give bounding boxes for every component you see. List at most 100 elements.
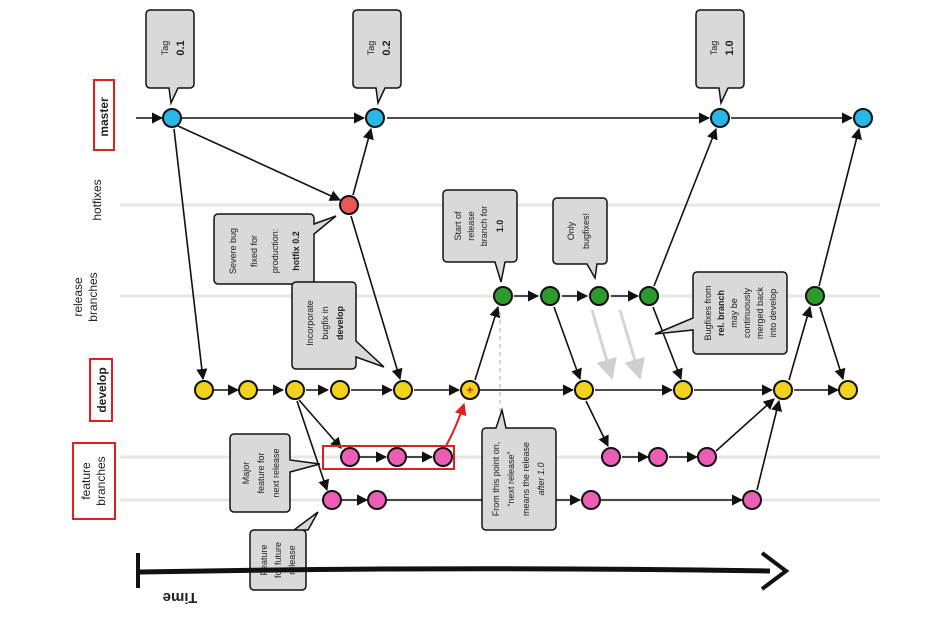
release-commit bbox=[805, 286, 825, 306]
develop-commit bbox=[194, 380, 214, 400]
callout-line: after 1.0 bbox=[536, 462, 546, 495]
feature-commits-highlight bbox=[322, 445, 455, 470]
callout-line: Incorporate bbox=[305, 300, 315, 346]
lane-labels: master hotfixes release branches develop… bbox=[71, 79, 116, 520]
callout-future-feature: Feature for future release bbox=[249, 511, 319, 591]
callout-line: rel. branch bbox=[716, 290, 726, 336]
time-label: Time bbox=[163, 589, 198, 606]
grey-arrow bbox=[618, 309, 645, 381]
develop-commit bbox=[393, 380, 413, 400]
callout-line: release bbox=[287, 545, 297, 575]
tag-word: Tag bbox=[366, 41, 376, 56]
callout-line: Major bbox=[241, 462, 251, 485]
callout-line: into develop bbox=[768, 289, 778, 338]
callout-line: production: bbox=[270, 229, 280, 274]
callout-line: for future bbox=[273, 542, 283, 578]
bugfix-merge-arrows bbox=[590, 309, 645, 381]
develop-commit bbox=[238, 380, 258, 400]
develop-commit bbox=[285, 380, 305, 400]
callout-severe-bug: Severe bug fixed for production: hotfix … bbox=[213, 213, 337, 285]
callout-line: may be bbox=[729, 298, 739, 328]
edge bbox=[173, 128, 208, 381]
time-axis-arrowhead bbox=[760, 551, 790, 591]
edge bbox=[177, 125, 342, 201]
callout-line: Start of bbox=[453, 211, 463, 241]
develop-commit bbox=[574, 380, 594, 400]
tag-version: 0.1 bbox=[175, 40, 187, 55]
develop-commit bbox=[673, 380, 693, 400]
release-commit bbox=[540, 286, 560, 306]
release-lane-label-line1: release bbox=[71, 277, 85, 317]
time-axis: Time bbox=[136, 551, 790, 606]
feature-commit bbox=[601, 447, 621, 467]
callout-line: From this point on, bbox=[491, 442, 501, 517]
edge bbox=[553, 306, 582, 381]
tag-version: 0.2 bbox=[381, 40, 393, 55]
release-lane-label-line2: branches bbox=[86, 272, 100, 321]
time-axis-line bbox=[139, 566, 771, 575]
feature-commit bbox=[322, 490, 342, 510]
edge bbox=[652, 306, 683, 381]
callout-line: Only bbox=[566, 221, 576, 240]
tag-callout-0-2: Tag 0.2 bbox=[352, 9, 402, 106]
feature-label-highlight bbox=[72, 442, 116, 520]
develop-label-highlight bbox=[89, 358, 113, 422]
master-commit bbox=[853, 108, 873, 128]
master-label-highlight bbox=[93, 79, 115, 151]
master-commit bbox=[710, 108, 730, 128]
tag-word: Tag bbox=[709, 41, 719, 56]
merge-plus-icon: + bbox=[466, 383, 473, 397]
callout-line: develop bbox=[335, 305, 345, 340]
release-commit bbox=[493, 286, 513, 306]
callout-bugfixes-from-release: Bugfixes from rel. branch may be continu… bbox=[654, 271, 788, 355]
callout-next-release: From this point on, “next release” means… bbox=[481, 407, 557, 531]
edge bbox=[296, 400, 330, 492]
callout-line: “next release” bbox=[506, 451, 516, 506]
feature-commit bbox=[742, 490, 762, 510]
grey-arrow bbox=[590, 309, 617, 381]
tag-version: 1.0 bbox=[724, 40, 736, 55]
tag-callout-0-1: Tag 0.1 bbox=[145, 9, 195, 106]
callout-only-bugfixes: Only bugfixes! bbox=[552, 197, 608, 281]
callout-line: feature for bbox=[256, 452, 266, 493]
red-merge-arrow bbox=[445, 402, 467, 447]
feature-lane-label-line1: feature bbox=[79, 462, 93, 500]
callout-line: branch for bbox=[479, 206, 489, 247]
feature-commit bbox=[367, 490, 387, 510]
branch-edges bbox=[136, 112, 862, 506]
edge bbox=[818, 127, 862, 287]
develop-commit bbox=[330, 380, 350, 400]
edge bbox=[474, 305, 501, 381]
develop-commit bbox=[773, 380, 793, 400]
feature-commit bbox=[648, 447, 668, 467]
feature-commit bbox=[387, 447, 407, 467]
callout-line: Feature bbox=[259, 544, 269, 575]
feature-commit bbox=[340, 447, 360, 467]
edge bbox=[352, 127, 374, 196]
callout-line: means the release bbox=[521, 442, 531, 516]
develop-merge-commit bbox=[460, 380, 480, 400]
edge bbox=[350, 215, 403, 381]
feature-commit bbox=[581, 490, 601, 510]
callout-line: merged back bbox=[755, 286, 765, 339]
develop-commit bbox=[838, 380, 858, 400]
callout-line: 1.0 bbox=[495, 220, 505, 233]
master-commit bbox=[162, 108, 182, 128]
feature-commit bbox=[697, 447, 717, 467]
hotfix-commit bbox=[339, 195, 359, 215]
commit-nodes bbox=[162, 108, 873, 510]
tag-callout-1-0: Tag 1.0 bbox=[695, 9, 745, 106]
edge bbox=[819, 306, 846, 381]
callout-major-feature: Major feature for next release bbox=[229, 433, 321, 513]
callout-line: Bugfixes from bbox=[703, 285, 713, 340]
callout-line: next release bbox=[271, 448, 281, 497]
edge bbox=[653, 127, 718, 287]
release-commit bbox=[589, 286, 609, 306]
edge bbox=[756, 399, 783, 491]
callout-line: release bbox=[466, 211, 476, 241]
master-lane-label: master bbox=[97, 97, 111, 137]
edge bbox=[585, 400, 609, 448]
callout-line: continuously bbox=[742, 287, 752, 338]
callout-incorporate-bugfix: Incorporate bugfix in develop bbox=[291, 281, 385, 370]
